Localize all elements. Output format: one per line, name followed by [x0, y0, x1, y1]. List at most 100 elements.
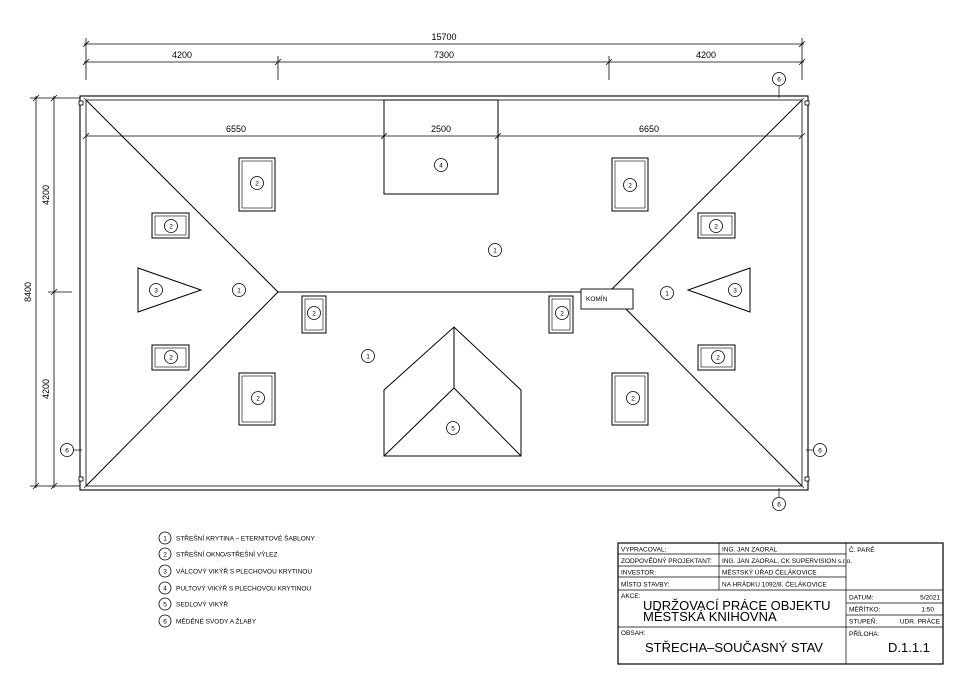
marker-roof-covering-right: 1: [660, 286, 674, 300]
tb-obsah-label: OBSAH:: [621, 630, 646, 637]
marker-gable-dormer: 5: [446, 421, 460, 435]
legend-item-5: 5 SEDLOVÝ VIKÝŘ: [158, 597, 228, 611]
chimney-label: KOMÍN: [586, 294, 608, 303]
svg-text:1: 1: [163, 536, 167, 543]
barrel-dormer-left: [137, 267, 203, 313]
svg-text:2: 2: [560, 311, 564, 318]
top-dimensions: [82, 38, 806, 80]
dim-inner-right: 6650: [639, 124, 659, 134]
svg-text:2: 2: [628, 183, 632, 190]
gutter-marker-bottom: 6: [772, 488, 786, 511]
tb-akce-line2: MĚSTSKÁ KNIHOVNA: [643, 609, 777, 624]
roof-window-3: 2: [151, 212, 190, 239]
roof-window-6: 2: [548, 295, 574, 334]
tb-datum-label: DATUM:: [849, 595, 874, 602]
tb-value-misto: NA HRÁDKU 1092/8, ČELÁKOVICE: [722, 580, 827, 589]
marker-barrel-dormer-right: 3: [728, 283, 742, 297]
marker-roof-covering-bottom: 1: [361, 349, 375, 363]
svg-text:6: 6: [65, 448, 69, 455]
roof-window-2: 2: [611, 157, 649, 212]
roof-window-5: 2: [301, 295, 327, 334]
svg-text:STŘEŠNÍ OKNO/STŘEŠNÍ VÝLEZ: STŘEŠNÍ OKNO/STŘEŠNÍ VÝLEZ: [176, 550, 278, 559]
marker-roof-covering-top: 1: [488, 243, 502, 257]
svg-text:3: 3: [163, 569, 167, 576]
dim-top-left: 4200: [172, 50, 192, 60]
gutter-marker-right: 6: [806, 443, 827, 457]
svg-text:1: 1: [493, 248, 497, 255]
legend-item-4: 4 PULTOVÝ VIKÝŘ S PLECHOVOU KRYTINOU: [158, 581, 311, 595]
svg-text:4: 4: [439, 163, 443, 170]
svg-text:6: 6: [818, 448, 822, 455]
corner-markers: [78, 100, 810, 482]
svg-text:2: 2: [312, 311, 316, 318]
svg-text:2: 2: [163, 552, 167, 559]
svg-text:3: 3: [733, 288, 737, 295]
dim-top-middle: 7300: [434, 50, 454, 60]
gable-dormer: [383, 326, 522, 457]
roof-window-9: 2: [238, 372, 276, 426]
roof-window-10: 2: [611, 372, 649, 426]
tb-akce-label: AKCE:: [621, 593, 641, 600]
svg-text:6: 6: [777, 502, 781, 509]
gutter-marker-left: 6: [60, 443, 82, 457]
tb-copy-label: Č. PARÉ: [849, 545, 875, 554]
dim-overall-width: 15700: [431, 32, 456, 42]
roof-window-7: 2: [151, 344, 190, 371]
gutter-marker-top-right: 6: [772, 72, 786, 98]
dim-inner-left: 6550: [226, 124, 246, 134]
tb-value-projektant: ING. JAN ZAORAL, CK SUPERVISION s.r.o.: [722, 558, 852, 565]
svg-text:2: 2: [714, 224, 718, 231]
svg-text:1: 1: [237, 288, 241, 295]
svg-text:3: 3: [154, 288, 158, 295]
svg-text:SEDLOVÝ VIKÝŘ: SEDLOVÝ VIKÝŘ: [176, 600, 228, 609]
tb-priloha-value: D.1.1.1: [888, 640, 930, 655]
dim-top-right: 4200: [696, 50, 716, 60]
legend: 1 STŘEŠNÍ KRYTINA – ETERNITOVÉ ŠABLONY 2…: [158, 531, 315, 628]
svg-text:1: 1: [665, 291, 669, 298]
shed-dormer: [383, 99, 499, 195]
tb-obsah-value: STŘECHA–SOUČASNÝ STAV: [645, 640, 823, 655]
svg-text:2: 2: [256, 396, 260, 403]
marker-shed-dormer: 4: [434, 158, 448, 172]
tb-meritko-value: 1:50: [921, 607, 934, 614]
legend-item-2: 2 STŘEŠNÍ OKNO/STŘEŠNÍ VÝLEZ: [158, 547, 278, 561]
svg-text:2: 2: [716, 355, 720, 362]
tb-value-investor: MĚSTSKÝ ÚŘAD ČELÁKOVICE: [722, 568, 817, 577]
svg-text:2: 2: [255, 181, 259, 188]
dim-height-upper: 4200: [41, 185, 51, 205]
tb-value-vypracoval: ING. JAN ZAORAL: [722, 547, 778, 554]
svg-text:PULTOVÝ VIKÝŘ S PLECHOVOU KRYT: PULTOVÝ VIKÝŘ S PLECHOVOU KRYTINOU: [176, 584, 311, 593]
legend-item-3: 3 VÁLCOVÝ VIKÝŘ S PLECHOVOU KRYTINOU: [158, 564, 312, 578]
roof-window-4: 2: [697, 212, 736, 239]
legend-item-1: 1 STŘEŠNÍ KRYTINA – ETERNITOVÉ ŠABLONY: [158, 531, 315, 545]
tb-label-misto: MÍSTO STAVBY:: [621, 580, 670, 589]
marker-barrel-dormer-left: 3: [149, 283, 163, 297]
svg-text:2: 2: [169, 224, 173, 231]
tb-stupen-value: UDR. PRÁCE: [900, 617, 941, 626]
roof-outline: [79, 95, 809, 491]
tb-akce-line1: UDRŽOVACÍ PRÁCE OBJEKTU: [643, 598, 831, 613]
roof-ridges: [85, 99, 803, 487]
svg-text:6: 6: [163, 619, 167, 626]
roof-window-1: 2: [238, 157, 276, 212]
svg-text:6: 6: [777, 77, 781, 84]
svg-text:VÁLCOVÝ VIKÝŘ S PLECHOVOU KRYT: VÁLCOVÝ VIKÝŘ S PLECHOVOU KRYTINOU: [176, 567, 312, 576]
svg-text:2: 2: [631, 396, 635, 403]
svg-text:1: 1: [366, 354, 370, 361]
dim-overall-height: 8400: [23, 282, 33, 302]
left-dimensions: [30, 94, 80, 490]
tb-label-vypracoval: VYPRACOVAL:: [621, 547, 667, 554]
svg-text:5: 5: [451, 426, 455, 433]
tb-meritko-label: MĚŘÍTKO:: [849, 605, 881, 614]
tb-datum-value: 5/2021: [920, 595, 940, 602]
svg-text:STŘEŠNÍ KRYTINA – ETERNITOVÉ Š: STŘEŠNÍ KRYTINA – ETERNITOVÉ ŠABLONY: [176, 534, 315, 543]
svg-text:MĚDĚNÉ SVODY A ŽLABY: MĚDĚNÉ SVODY A ŽLABY: [176, 617, 257, 626]
tb-stupen-label: STUPEŇ:: [849, 617, 877, 626]
tb-priloha-label: PŘÍLOHA:: [849, 629, 880, 638]
legend-item-6: 6 MĚDĚNÉ SVODY A ŽLABY: [158, 614, 257, 628]
tb-label-projektant: ZODPOVĚDNÝ PROJEKTANT:: [621, 556, 712, 565]
dim-inner-middle: 2500: [431, 124, 451, 134]
roof-window-8: 2: [697, 344, 736, 371]
marker-roof-covering-left: 1: [232, 283, 246, 297]
